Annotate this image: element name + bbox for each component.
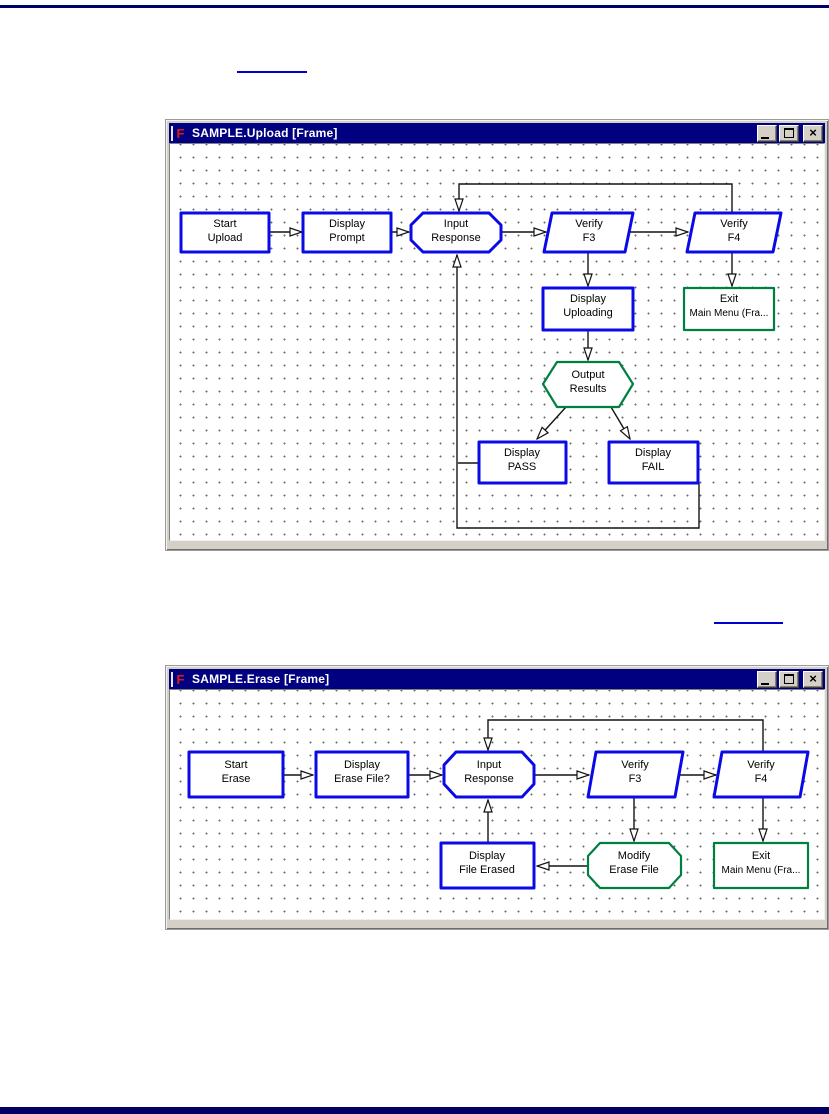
node-display-erase-file[interactable]: Display Erase File? [314, 750, 410, 799]
flowchart-canvas-upload[interactable]: Start Upload Display Prompt Input Respon… [169, 143, 825, 541]
node-verify-f3[interactable]: Verify F3 [586, 750, 685, 799]
node-display-pass[interactable]: Display PASS [477, 440, 568, 485]
svg-text:Results: Results [570, 383, 607, 395]
svg-text:Main Menu (Fra...: Main Menu (Fra... [722, 865, 801, 876]
svg-text:Erase File: Erase File [609, 864, 659, 876]
window-title: SAMPLE.Upload [Frame] [192, 126, 338, 140]
svg-text:Exit: Exit [720, 293, 738, 305]
titlebar-erase[interactable]: F SAMPLE.Erase [Frame] × [169, 669, 825, 689]
svg-text:Exit: Exit [752, 850, 770, 862]
svg-text:Display: Display [635, 447, 672, 459]
node-verify-f3[interactable]: Verify F3 [542, 211, 635, 254]
svg-text:Verify: Verify [720, 218, 748, 230]
svg-text:Response: Response [431, 232, 481, 244]
node-display-file-erased[interactable]: Display File Erased [439, 841, 536, 890]
node-verify-f4[interactable]: Verify F4 [685, 211, 783, 254]
node-exit-main-menu[interactable]: Exit Main Menu (Fra... [682, 286, 776, 332]
hyperlink-underline-2[interactable] [714, 621, 783, 624]
svg-text:Verify: Verify [621, 759, 649, 771]
app-icon: F [171, 671, 188, 687]
node-input-response[interactable]: Input Response [409, 211, 503, 254]
svg-text:F4: F4 [755, 773, 768, 785]
edge-output-to-pass [537, 406, 567, 439]
window-sample-upload: F SAMPLE.Upload [Frame] × [165, 119, 829, 551]
svg-text:Display: Display [504, 447, 541, 459]
svg-text:Erase: Erase [222, 773, 251, 785]
node-display-prompt[interactable]: Display Prompt [301, 211, 393, 254]
maximize-icon [784, 128, 794, 138]
svg-text:Verify: Verify [747, 759, 775, 771]
maximize-icon [784, 674, 794, 684]
svg-text:Erase File?: Erase File? [334, 773, 390, 785]
node-exit-main-menu[interactable]: Exit Main Menu (Fra... [712, 841, 810, 890]
node-input-response[interactable]: Input Response [442, 750, 536, 799]
flowchart-upload: Start Upload Display Prompt Input Respon… [179, 183, 783, 529]
node-display-fail[interactable]: Display FAIL [607, 440, 700, 485]
node-start-erase[interactable]: Start Erase [187, 750, 285, 799]
svg-text:FAIL: FAIL [642, 461, 665, 473]
svg-text:F3: F3 [583, 232, 596, 244]
svg-text:F4: F4 [728, 232, 741, 244]
page-top-rule [0, 5, 829, 8]
svg-text:Start: Start [213, 218, 236, 230]
edge-f4-loop-to-input [459, 183, 733, 212]
svg-text:Display: Display [469, 850, 506, 862]
svg-text:Verify: Verify [575, 218, 603, 230]
hyperlink-underline-1[interactable] [237, 70, 307, 73]
svg-text:Start: Start [224, 759, 247, 771]
minimize-icon [761, 136, 769, 139]
svg-text:Main Menu (Fra...: Main Menu (Fra... [690, 308, 769, 319]
svg-text:Modify: Modify [618, 850, 651, 862]
edge-f4-loop-to-input [488, 719, 764, 751]
maximize-button[interactable] [779, 124, 799, 142]
svg-text:Uploading: Uploading [563, 307, 613, 319]
svg-text:Display: Display [329, 218, 366, 230]
maximize-button[interactable] [779, 670, 799, 688]
close-button[interactable]: × [803, 124, 823, 142]
close-icon: × [809, 125, 817, 140]
minimize-button[interactable] [757, 670, 777, 688]
svg-text:Input: Input [444, 218, 468, 230]
page-bottom-bar [0, 1107, 829, 1114]
svg-text:Response: Response [464, 773, 514, 785]
minimize-button[interactable] [757, 124, 777, 142]
window-sample-erase: F SAMPLE.Erase [Frame] × [165, 665, 829, 930]
svg-text:File Erased: File Erased [459, 864, 515, 876]
flowchart-canvas-erase[interactable]: Start Erase Display Erase File? Input Re… [169, 689, 825, 920]
svg-text:Output: Output [571, 369, 604, 381]
node-modify-erase-file[interactable]: Modify Erase File [586, 841, 683, 890]
close-icon: × [809, 671, 817, 686]
node-start-upload[interactable]: Start Upload [179, 211, 271, 254]
svg-text:Prompt: Prompt [329, 232, 364, 244]
node-display-uploading[interactable]: Display Uploading [541, 286, 635, 332]
close-button[interactable]: × [803, 670, 823, 688]
node-output-results[interactable]: Output Results [541, 360, 635, 409]
svg-text:Input: Input [477, 759, 501, 771]
edge-output-to-fail [610, 406, 630, 439]
titlebar-upload[interactable]: F SAMPLE.Upload [Frame] × [169, 123, 825, 143]
node-verify-f4[interactable]: Verify F4 [712, 750, 810, 799]
minimize-icon [761, 682, 769, 685]
svg-text:Upload: Upload [208, 232, 243, 244]
svg-text:Display: Display [570, 293, 607, 305]
window-title: SAMPLE.Erase [Frame] [192, 672, 330, 686]
edge-fail-loop-to-input [457, 255, 700, 529]
svg-text:F3: F3 [629, 773, 642, 785]
flowchart-erase: Start Erase Display Erase File? Input Re… [187, 719, 810, 890]
svg-text:PASS: PASS [508, 461, 537, 473]
svg-text:Display: Display [344, 759, 381, 771]
app-icon: F [171, 125, 188, 141]
